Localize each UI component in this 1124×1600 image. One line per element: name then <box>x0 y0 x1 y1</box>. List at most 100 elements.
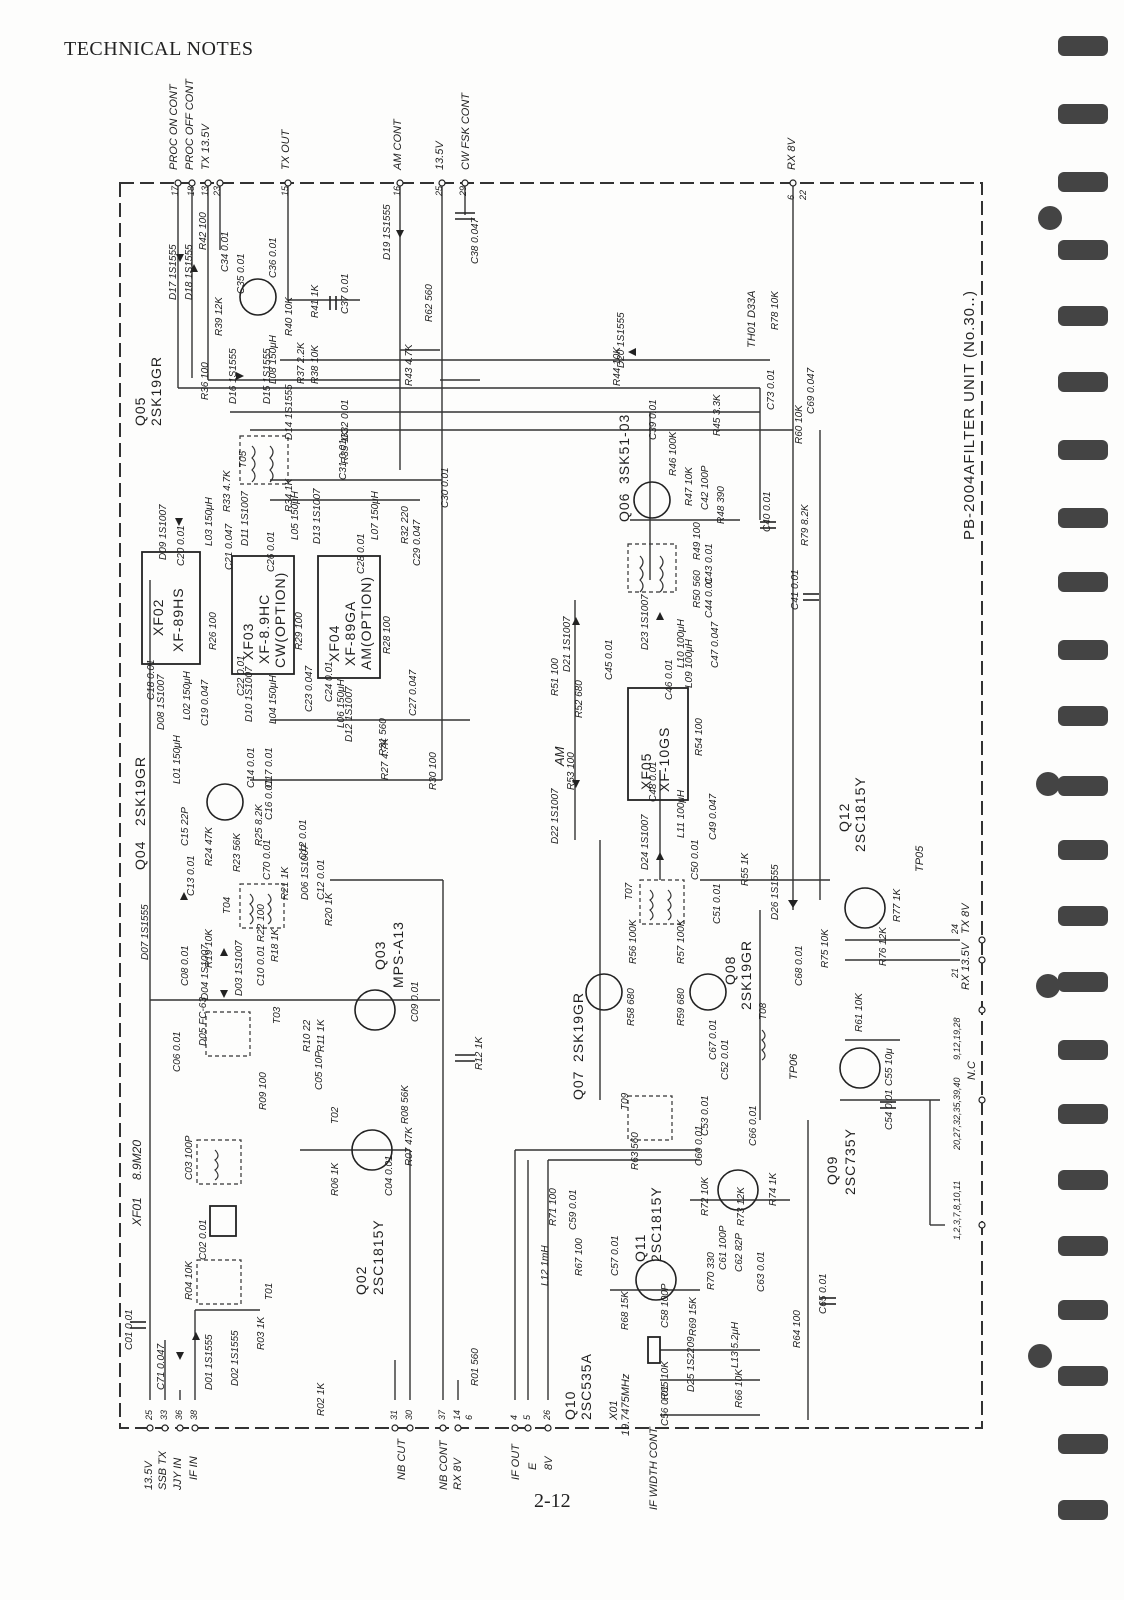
xf03-note: CW(OPTION) <box>272 571 288 668</box>
component-label: C09 0.01 <box>410 981 421 1022</box>
pin-label-ssb-tx: SSB TX <box>157 1450 169 1490</box>
pin-label-8v: 8V <box>543 1456 555 1470</box>
component-label: D21 1S1007 <box>562 616 573 672</box>
q07-ref: Q07 <box>570 1070 586 1100</box>
component-label: R36 100 <box>200 362 211 400</box>
pin-label-e: E <box>527 1462 539 1470</box>
component-label: R03 1K <box>256 1316 267 1350</box>
q02-ref: Q02 <box>353 1265 369 1295</box>
pin-label-tx-8v: TX 8V <box>960 903 972 934</box>
component-label: R53 100 <box>566 752 577 790</box>
component-label: R08 56K <box>400 1085 411 1124</box>
component-label: C28 0.01 <box>356 533 367 574</box>
component-label: D05 FC-63 <box>198 997 209 1046</box>
q08-part: 2SK19GR <box>738 939 754 1010</box>
pin-num: 38 <box>189 1409 199 1420</box>
component-label: R56 100K <box>628 919 639 964</box>
xf02-ref: XF02 <box>150 598 166 636</box>
xf04-ref: XF04 <box>326 624 342 662</box>
component-label: L02 150μH <box>182 671 193 720</box>
component-label: R72 10K <box>700 1177 711 1216</box>
q12-ref: Q12 <box>836 802 852 832</box>
tp06-label: TP06 <box>788 1053 800 1080</box>
component-label: C58 100P <box>660 1283 671 1328</box>
component-label: R34 1K <box>284 478 295 512</box>
pin-num: 18 <box>186 185 196 196</box>
component-label: C67 0.01 <box>708 1019 719 1060</box>
component-label: R75 10K <box>820 929 831 968</box>
xf01-part: 8.9M20 <box>130 1139 144 1180</box>
component-label: R62 560 <box>424 284 435 322</box>
component-label: L01 150μH <box>172 735 183 784</box>
component-label: C14 0.01 <box>246 747 257 788</box>
component-label: R45 3.3K <box>712 394 723 436</box>
component-label: R68 15K <box>620 1291 631 1330</box>
component-label: C54 0.01 <box>884 1089 895 1130</box>
pin-num: 6 <box>786 194 796 200</box>
component-label: C38 0.047 <box>470 217 481 264</box>
component-label: D22 1S1007 <box>550 788 561 844</box>
component-label: R50 560 <box>692 570 703 608</box>
component-label: C34 0.01 <box>220 231 231 272</box>
component-label: R01 560 <box>470 1348 481 1386</box>
q07-part: 2SK19GR <box>570 991 586 1062</box>
pin-label-jjy-in: JJY IN <box>172 1457 184 1490</box>
component-label: D15 1S1555 <box>262 348 273 404</box>
q10-ref: Q10 <box>562 1390 578 1420</box>
component-label: D12 1S1007 <box>344 686 355 742</box>
component-label: L09 100μH <box>684 639 695 688</box>
component-label: C66 0.01 <box>748 1105 759 1146</box>
board-outline <box>119 182 983 1429</box>
tp05-label: TP05 <box>914 845 926 872</box>
pin-num: 4 <box>509 1414 519 1420</box>
pin-num: 16 <box>392 185 402 196</box>
component-label: R21 1K <box>280 866 291 900</box>
pin-num: 25 <box>434 185 444 196</box>
component-label: C21 0.047 <box>224 523 235 570</box>
component-label: R71 100 <box>548 1188 559 1226</box>
component-label: C55 10μ <box>884 1048 895 1086</box>
component-label: C73 0.01 <box>766 369 777 410</box>
component-label: R64 100 <box>792 1310 803 1348</box>
pin-label-nc: N.C <box>966 1061 978 1080</box>
component-label: R51 100 <box>550 658 561 696</box>
component-label: L07 150μH <box>370 491 381 540</box>
pin-label-am-cont: AM CONT <box>392 119 404 170</box>
component-label: C52 0.01 <box>720 1039 731 1080</box>
component-label: C19 0.047 <box>200 679 211 726</box>
component-label: R59 680 <box>676 988 687 1026</box>
component-label: C60 0.01 <box>694 1125 705 1166</box>
component-label: R07 47K <box>404 1127 415 1166</box>
component-label: R48 390 <box>716 486 727 524</box>
component-label: D02 1S1555 <box>230 1330 241 1386</box>
pin-label-nb-cut: NB CUT <box>396 1439 408 1480</box>
component-label: R46 100K <box>668 431 679 476</box>
component-label: D25 1S2209 <box>686 1336 697 1392</box>
component-label: D24 1S1007 <box>640 814 651 870</box>
q11-ref: Q11 <box>632 1233 648 1262</box>
pin-num: 30 <box>404 1409 414 1420</box>
component-label: D07 1S1555 <box>140 904 151 960</box>
pin-label-proc-off: PROC OFF CONT <box>184 79 196 170</box>
component-label: D16 1S1555 <box>228 348 239 404</box>
component-label: T03 <box>272 1006 283 1024</box>
component-label: C42 100P <box>700 465 711 510</box>
component-label: R23 56K <box>232 833 243 872</box>
component-label: C45 0.01 <box>604 639 615 680</box>
component-label: C41 0.01 <box>790 569 801 610</box>
component-label: D10 1S1007 <box>244 666 255 722</box>
q03-ref: Q03 <box>372 940 388 970</box>
component-label: R69 15K <box>688 1297 699 1336</box>
component-label: C63 0.01 <box>756 1251 767 1292</box>
component-label: D04 1S1007 <box>200 944 211 1000</box>
component-label: D23 1S1007 <box>640 594 651 650</box>
unit-title: PB-2004AFILTER UNIT (No.30‥) <box>961 289 978 540</box>
component-label: C29 0.047 <box>412 519 423 566</box>
component-label: R61 10K <box>854 993 865 1032</box>
component-label: R12 1K <box>474 1036 485 1070</box>
component-label: D08 1S1007 <box>156 674 167 730</box>
q03-part: MPS-A13 <box>390 921 406 988</box>
am-label: AM <box>552 746 567 767</box>
pin-num: 33 <box>159 1409 169 1420</box>
